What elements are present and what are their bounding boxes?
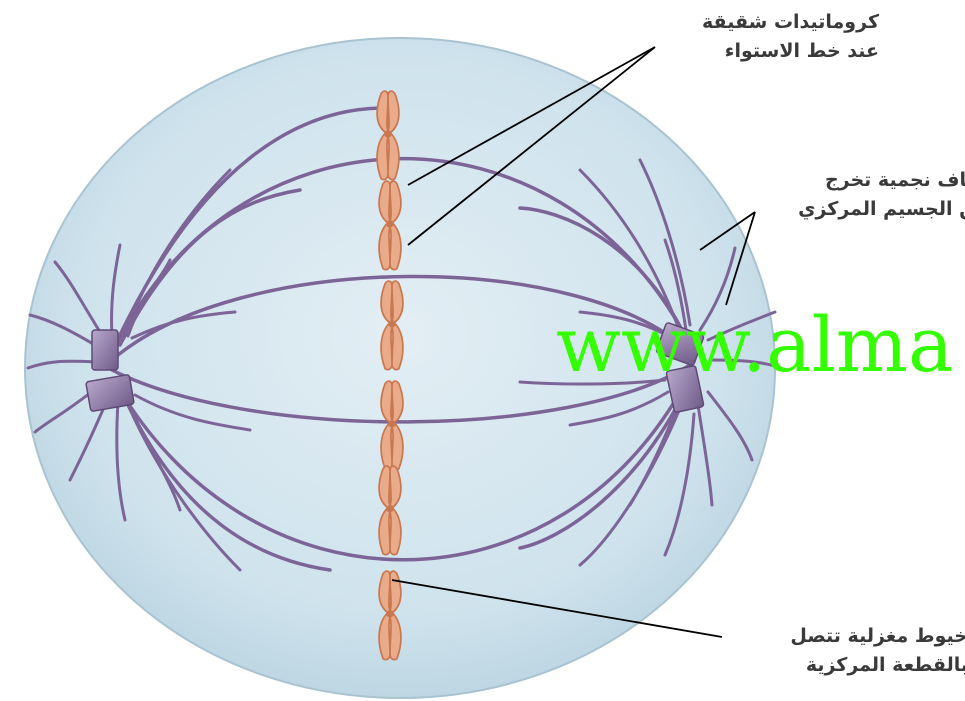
aster-fibers-label-line1: ألياف نجمية تخرج	[758, 166, 965, 195]
sister-chromatids-label-line1: كروماتيدات شقيقة	[702, 8, 879, 37]
spindle-fibers-label-line2: بالقطعة المركزية	[728, 651, 965, 680]
aster-fibers-label-line2: من الجسيم المركزي	[758, 195, 965, 224]
sister-chromatids-label: كروماتيدات شقيقة عند خط الاستواء	[702, 8, 879, 66]
aster-fibers-label: ألياف نجمية تخرج من الجسيم المركزي	[758, 166, 965, 224]
spindle-fibers-label-line1: خيوط مغزلية تتصل	[728, 622, 965, 651]
spindle-fibers-label: خيوط مغزلية تتصل بالقطعة المركزية	[728, 622, 965, 680]
sister-chromatids-label-line2: عند خط الاستواء	[702, 37, 879, 66]
watermark-text: www.alma	[556, 300, 953, 390]
